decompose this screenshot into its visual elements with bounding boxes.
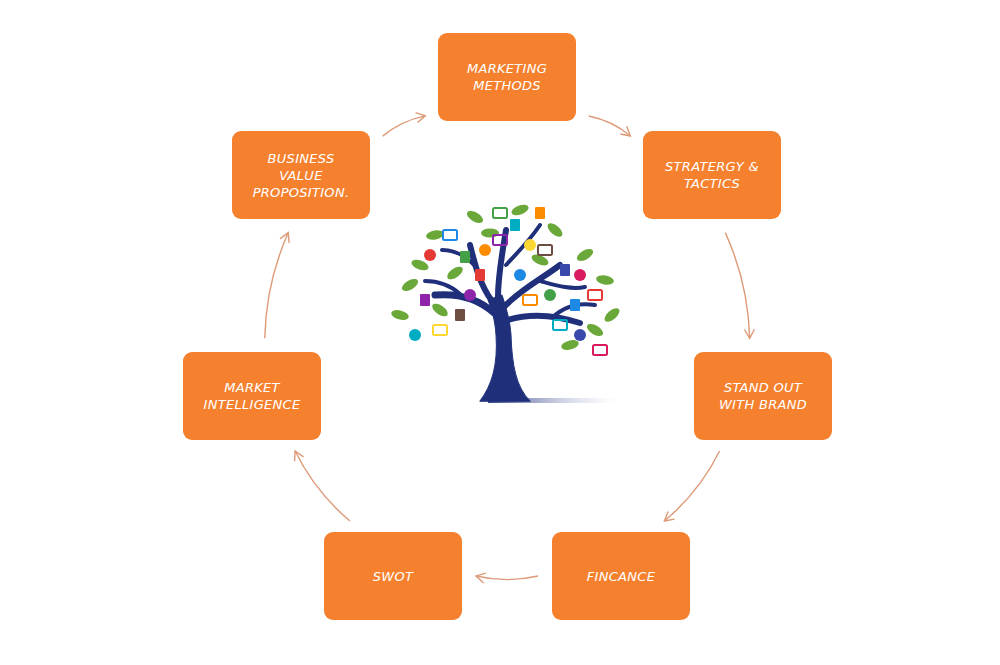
box-label: BUSINESS VALUE PROPOSITION. [244, 150, 358, 201]
tree-icon [479, 244, 491, 256]
box-label: FINCANCE [587, 568, 655, 585]
cycle-arrow [295, 451, 350, 521]
tree-icon [420, 294, 430, 306]
tree-icon [588, 290, 602, 300]
tree-icon [553, 320, 567, 330]
process-box: MARKET INTELLIGENCE [183, 352, 321, 440]
leaf [575, 247, 595, 264]
tree-icon [574, 329, 586, 341]
cycle-arrow [664, 451, 719, 521]
tree-icon [493, 235, 507, 245]
tree-icon [460, 251, 470, 263]
cycle-arrow [383, 116, 426, 136]
process-box: STAND OUT WITH BRAND [694, 352, 832, 440]
tree-icon [593, 345, 607, 355]
tree-icon [523, 295, 537, 305]
box-label: STRATERGY & TACTICS [655, 158, 769, 192]
tree-icon [464, 289, 476, 301]
process-box: STRATERGY & TACTICS [643, 131, 781, 219]
leaf [545, 221, 565, 239]
leaf [481, 229, 499, 238]
box-label: SWOT [373, 568, 413, 585]
tree-icon [424, 249, 436, 261]
box-label: STAND OUT WITH BRAND [706, 379, 820, 413]
leaf [595, 274, 614, 286]
leaf [465, 209, 485, 226]
leaf [560, 338, 580, 351]
tree-icon [443, 230, 457, 240]
process-box: FINCANCE [552, 532, 690, 620]
tree-icon [560, 264, 570, 276]
leaf [400, 277, 420, 294]
process-box: SWOT [324, 532, 462, 620]
tree-icon [570, 299, 580, 311]
process-box: BUSINESS VALUE PROPOSITION. [232, 131, 370, 219]
tree-icon [544, 289, 556, 301]
leaf [425, 229, 444, 241]
leaf [585, 322, 605, 339]
tree-icon [433, 325, 447, 335]
leaf [602, 306, 622, 324]
box-label: MARKET INTELLIGENCE [195, 379, 309, 413]
tree-icon [535, 207, 545, 219]
tree-icon [574, 269, 586, 281]
cycle-arrow [725, 233, 749, 339]
tree-icon [510, 219, 520, 231]
tree-icon [538, 245, 552, 255]
leaf [390, 308, 410, 321]
leaf [510, 203, 530, 218]
cycle-arrow [265, 233, 288, 339]
tree-icon [514, 269, 526, 281]
tree-icon [475, 269, 485, 281]
cycle-arrow [476, 576, 538, 580]
cycle-arrow [589, 116, 631, 136]
leaf [445, 264, 465, 282]
tree-icon [455, 309, 465, 321]
tree-icon [493, 208, 507, 218]
leaf [430, 301, 450, 319]
box-label: MARKETING METHODS [450, 60, 564, 94]
process-box: MARKETING METHODS [438, 33, 576, 121]
tree-icon [524, 239, 536, 251]
tree-illustration [380, 195, 650, 415]
tree-icon [409, 329, 421, 341]
